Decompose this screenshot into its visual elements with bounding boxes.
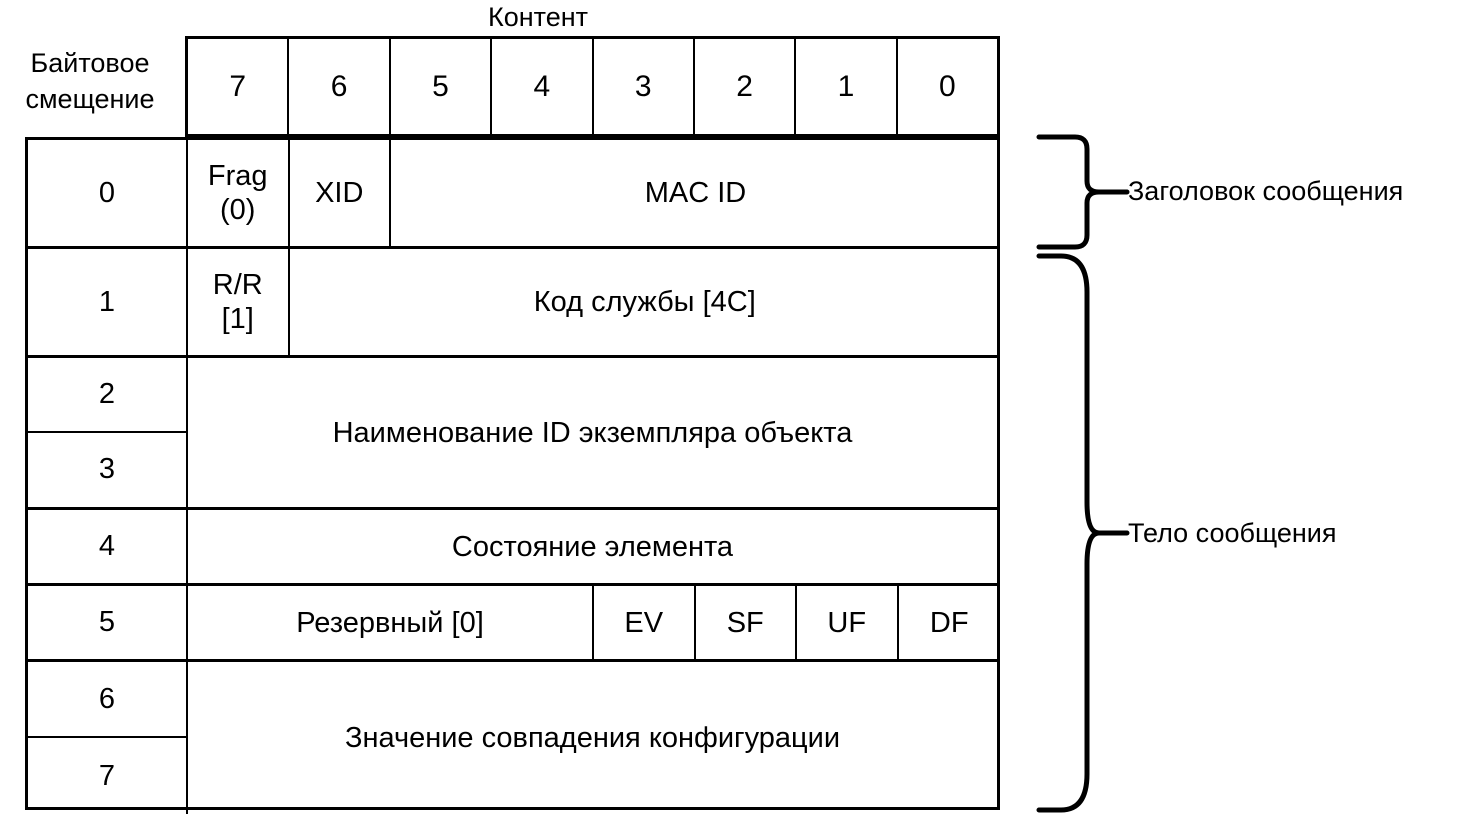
field-service-code: Код службы [4C] bbox=[533, 286, 756, 318]
field-df: DF bbox=[929, 606, 969, 639]
byte-offset-header-line1: Байтовое bbox=[30, 48, 150, 78]
bit-header-cell-3: 3 bbox=[594, 39, 695, 134]
field-group: Frag (0) XID MAC ID bbox=[188, 140, 1000, 246]
byte-offset-cell: 0 bbox=[28, 140, 188, 246]
bit-header-cell-7: 7 bbox=[188, 39, 290, 134]
byte-offset-pair: 2 3 bbox=[28, 358, 188, 507]
byte-offset-cell: 1 bbox=[28, 249, 188, 355]
field-sf: SF bbox=[696, 586, 797, 659]
byte-offset-cell: 6 bbox=[28, 662, 186, 738]
bit-header-cell-1: 1 bbox=[796, 39, 898, 134]
bit-header-cell-6: 6 bbox=[289, 39, 391, 134]
table-row: 1 R/R [1] Код службы [4C] bbox=[28, 249, 997, 358]
field-rr-line1: R/R bbox=[212, 269, 263, 301]
byte-offset-header-line2: смещение bbox=[25, 84, 155, 114]
field-rr: R/R [1] bbox=[188, 249, 290, 355]
message-layout-table: 0 Frag (0) XID MAC ID 1 R/R [1] bbox=[25, 137, 1000, 814]
table-row: 0 Frag (0) XID MAC ID bbox=[28, 140, 997, 249]
field-frag: Frag (0) bbox=[188, 140, 290, 246]
field-frag-line1: Frag bbox=[207, 160, 268, 192]
bit-header-cell-0: 0 bbox=[938, 69, 956, 103]
field-group: Значение совпадения конфигурации bbox=[188, 662, 997, 814]
table-row: 4 Состояние элемента bbox=[28, 510, 997, 586]
table-row: 6 7 Значение совпадения конфигурации bbox=[28, 662, 997, 814]
byte-offset-cell: 5 bbox=[28, 586, 188, 659]
byte-offset-cell: 2 bbox=[28, 358, 186, 433]
field-config-consistency-value: Значение совпадения конфигурации bbox=[344, 722, 841, 754]
table-row: 2 3 Наименование ID экземпляра объекта bbox=[28, 358, 997, 510]
header-brace-caption: Заголовок сообщения bbox=[1128, 176, 1404, 206]
field-object-instance-id: Наименование ID экземпляра объекта bbox=[332, 416, 853, 449]
field-mac-id: MAC ID bbox=[644, 177, 747, 209]
field-element-state: Состояние элемента bbox=[451, 530, 734, 563]
field-rr-line2: [1] bbox=[221, 303, 254, 335]
field-reserved: Резервный [0] bbox=[188, 586, 594, 659]
field-group: Состояние элемента bbox=[188, 510, 997, 583]
body-brace-caption: Тело сообщения bbox=[1128, 518, 1337, 548]
body-brace-icon bbox=[1036, 253, 1130, 813]
field-group: Резервный [0] EV SF UF DF bbox=[188, 586, 1000, 659]
byte-offset-cell: 4 bbox=[28, 510, 188, 583]
byte-offset-header: Байтовое смещение bbox=[0, 45, 180, 117]
field-group: R/R [1] Код службы [4C] bbox=[188, 249, 1000, 355]
field-uf: UF bbox=[797, 586, 899, 659]
field-group: Наименование ID экземпляра объекта bbox=[188, 358, 997, 507]
byte-offset-cell: 7 bbox=[98, 759, 116, 792]
field-ev: EV bbox=[594, 586, 696, 659]
content-column-label: Контент bbox=[488, 2, 589, 32]
field-frag-line2: (0) bbox=[220, 194, 256, 226]
byte-offset-cell: 3 bbox=[98, 453, 116, 486]
bit-header-cell-4: 4 bbox=[492, 39, 594, 134]
byte-offset-pair: 6 7 bbox=[28, 662, 188, 814]
field-xid: XID bbox=[290, 140, 391, 246]
table-row: 5 Резервный [0] EV SF UF DF bbox=[28, 586, 997, 662]
bit-header-cell-5: 5 bbox=[391, 39, 493, 134]
bit-number-header-row: 7 6 5 4 3 2 1 0 bbox=[185, 36, 1000, 137]
header-brace-icon bbox=[1036, 134, 1130, 250]
bit-header-cell-2: 2 bbox=[695, 39, 797, 134]
